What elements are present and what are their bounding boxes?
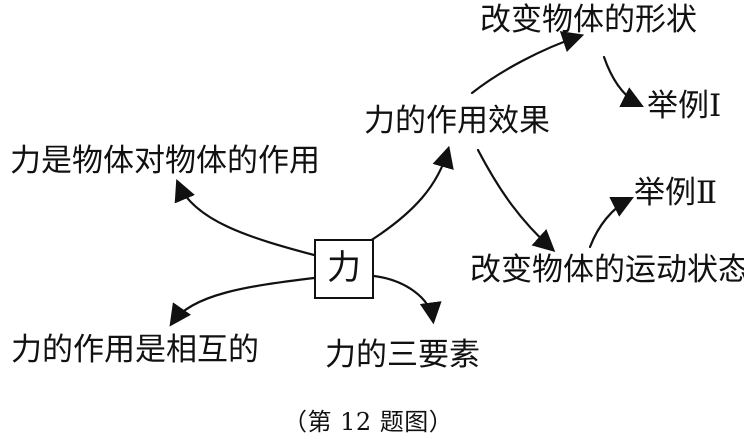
arrow-to-force-definition <box>174 178 316 257</box>
arrow-to-change-motion <box>476 148 556 252</box>
arrow-to-force-mutual <box>169 276 316 327</box>
change-motion-label: 改变物体的运动状态 <box>470 252 744 288</box>
force-definition-label: 力是物体对物体的作用 <box>10 143 320 179</box>
center-force-box: 力 <box>314 239 374 299</box>
three-elements-label: 力的三要素 <box>325 337 480 373</box>
force-effect-label: 力的作用效果 <box>364 103 550 139</box>
arrow-to-example-2 <box>588 197 634 249</box>
figure-caption: （第 12 题图） <box>283 408 454 436</box>
arrow-to-three-elements <box>372 274 442 325</box>
example-1-label: 举例Ⅰ <box>647 88 722 124</box>
arrow-to-change-shape <box>470 31 585 95</box>
arrow-to-force-effect <box>368 145 454 243</box>
force-mutual-label: 力的作用是相互的 <box>11 332 259 368</box>
example-2-label: 举例Ⅱ <box>634 175 718 211</box>
arrow-to-example-1 <box>602 55 644 107</box>
center-force-label: 力 <box>327 248 361 288</box>
change-shape-label: 改变物体的形状 <box>480 2 697 38</box>
